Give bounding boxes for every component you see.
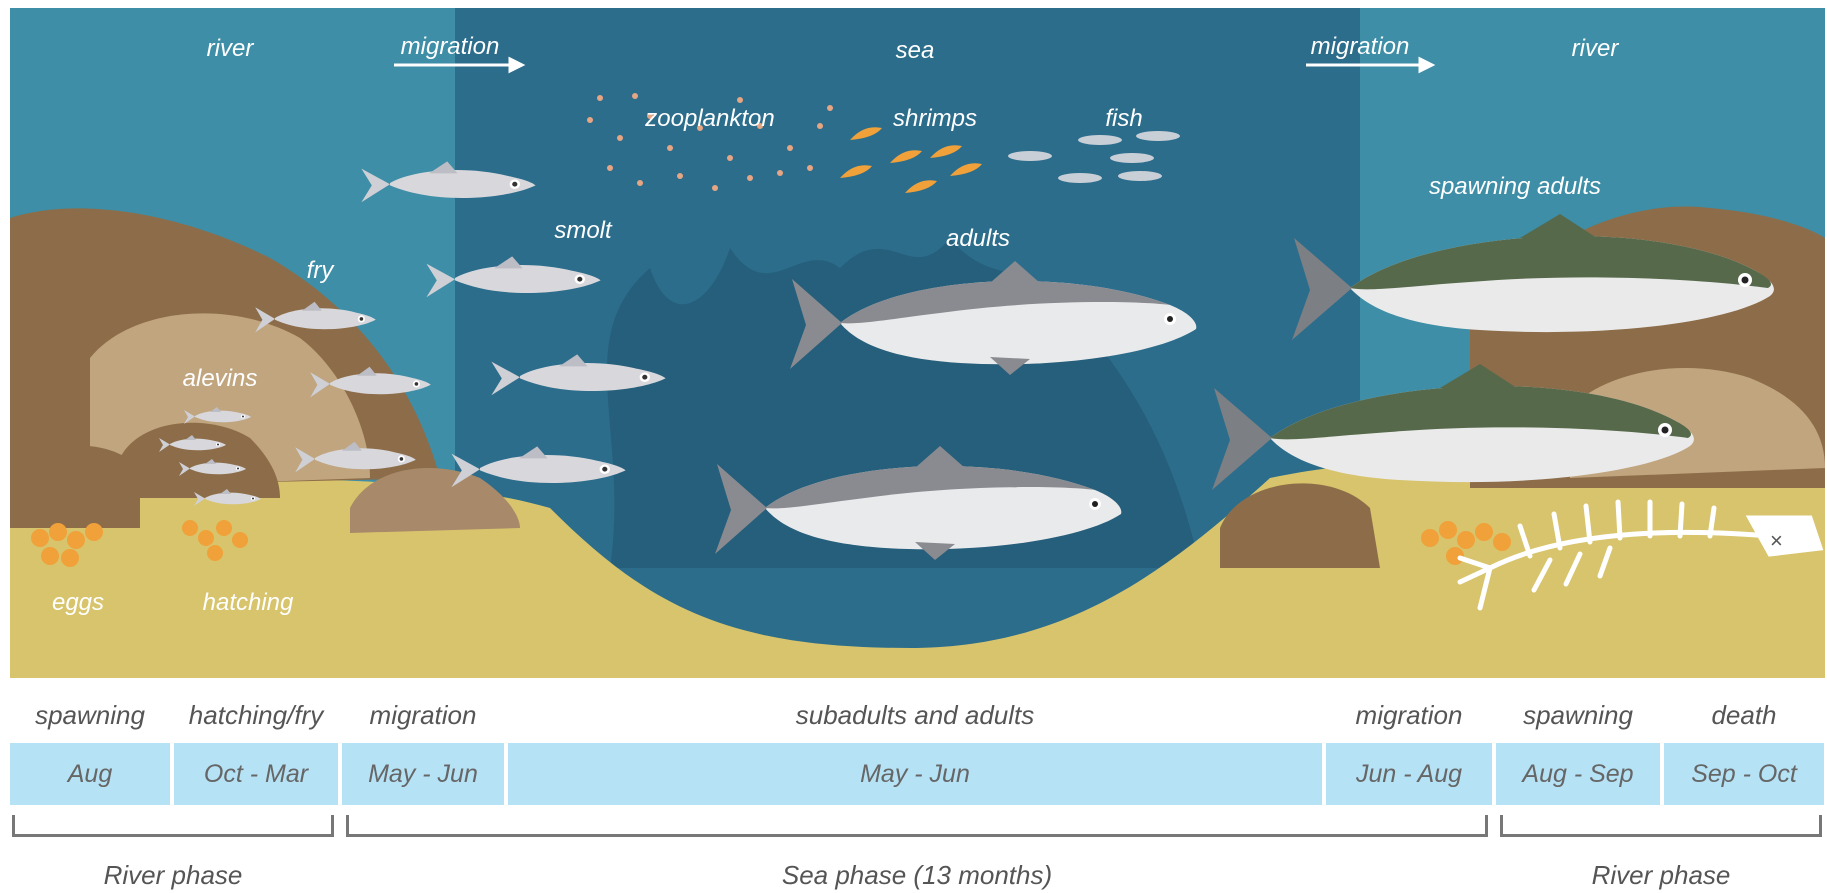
stage-label-spawning-right: spawning	[1496, 700, 1660, 731]
stage-label-subadults-adults: subadults and adults	[508, 700, 1322, 731]
timeline-cell-migration-in: Jun - Aug	[1326, 743, 1492, 805]
stage-label-migration-out: migration	[342, 700, 504, 731]
timeline-cell-subadults-adults: May - Jun	[508, 743, 1322, 805]
salmon-lifecycle-scene: × river migration sea migration river zo…	[10, 8, 1825, 678]
label-hatching: hatching	[203, 589, 294, 616]
label-fish: fish	[1105, 105, 1142, 132]
label-river-right: river	[1572, 35, 1620, 62]
label-alevins: alevins	[183, 365, 258, 392]
timeline-cell-migration-out: May - Jun	[342, 743, 504, 805]
label-zooplankton: zooplankton	[644, 105, 774, 132]
bracket-river-phase-left	[12, 815, 334, 837]
timeline-cell-death: Sep - Oct	[1664, 743, 1824, 805]
stage-label-spawning: spawning	[10, 700, 170, 731]
timeline-cell-spawning-right: Aug - Sep	[1496, 743, 1660, 805]
stage-label-migration-in: migration	[1326, 700, 1492, 731]
label-river-left: river	[207, 35, 255, 62]
label-migration-in: migration	[1311, 33, 1410, 60]
label-migration-out: migration	[401, 33, 500, 60]
label-shrimps: shrimps	[893, 105, 977, 132]
label-eggs: eggs	[52, 589, 104, 616]
phase-label-sea: Sea phase (13 months)	[346, 860, 1488, 891]
label-fry: fry	[307, 257, 336, 284]
phase-label-river-right: River phase	[1500, 860, 1822, 891]
label-smolt: smolt	[554, 217, 613, 244]
bracket-river-phase-right	[1500, 815, 1822, 837]
stage-label-death: death	[1664, 700, 1824, 731]
timeline-cell-hatching-fry: Oct - Mar	[174, 743, 338, 805]
stage-label-hatching-fry: hatching/fry	[174, 700, 338, 731]
label-sea: sea	[896, 37, 935, 64]
svg-text:×: ×	[1770, 528, 1783, 553]
phase-label-river-left: River phase	[12, 860, 334, 891]
timeline-cell-spawning: Aug	[10, 743, 170, 805]
label-adults: adults	[946, 225, 1010, 252]
bracket-sea-phase	[346, 815, 1488, 837]
label-spawning-adults: spawning adults	[1429, 173, 1601, 200]
